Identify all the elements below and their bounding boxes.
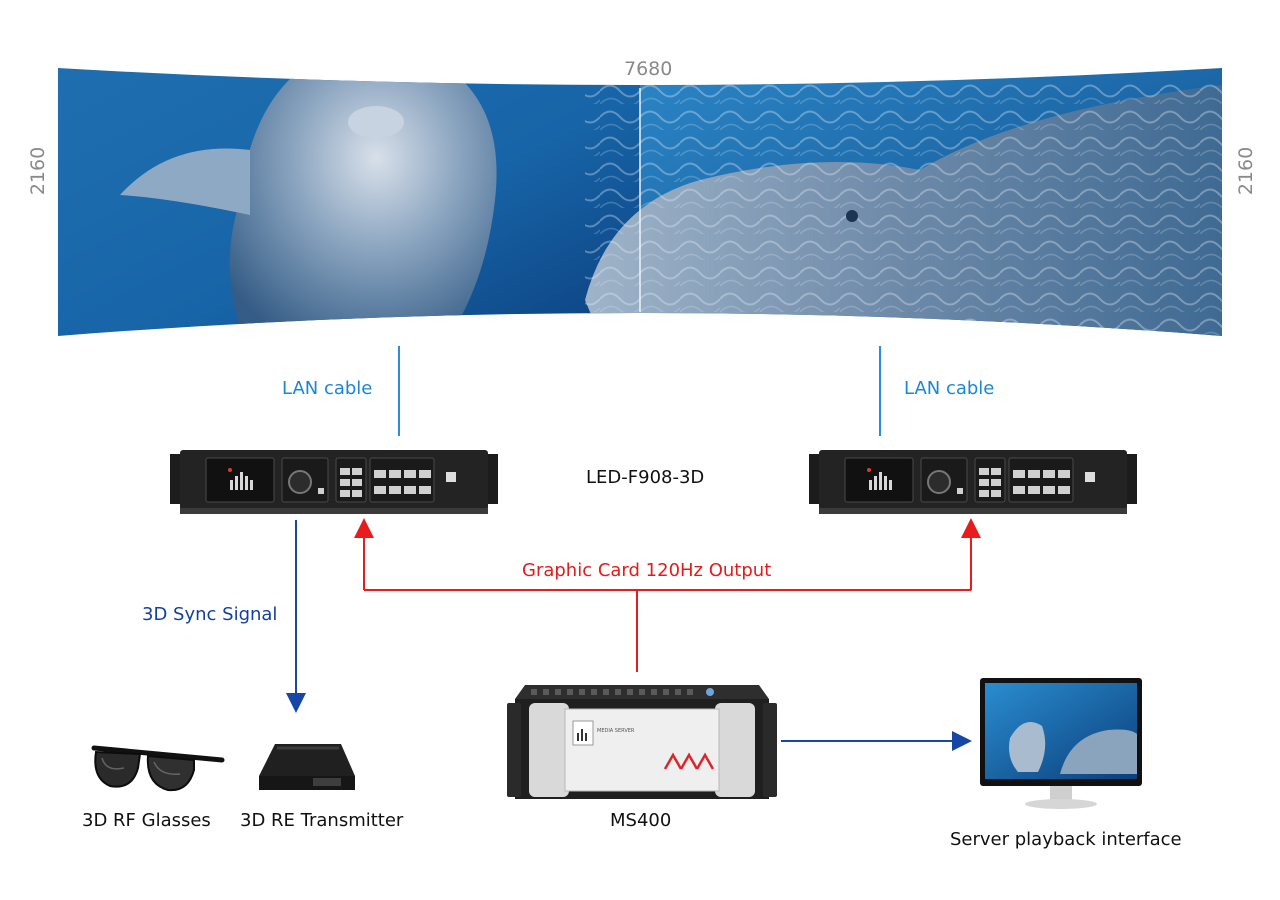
sync-signal-label: 3D Sync Signal — [142, 604, 278, 625]
media-server-icon — [507, 685, 777, 799]
transmitter-label: 3D RE Transmitter — [240, 810, 404, 831]
media-server-label: MS400 — [610, 810, 672, 831]
screen-width-label: 7680 — [624, 58, 673, 80]
led-processor-right — [809, 450, 1137, 514]
curved-led-screen — [58, 68, 1222, 336]
glasses-label: 3D RF Glasses — [82, 810, 211, 831]
led-processor-left — [170, 450, 498, 514]
lan-cable-label-left: LAN cable — [282, 378, 373, 399]
monitor-label: Server playback interface — [950, 829, 1182, 850]
graphic-output-label: Graphic Card 120Hz Output — [522, 560, 772, 581]
media-server-panel-text: MEDIA SERVER — [597, 728, 635, 734]
3d-glasses-icon — [91, 745, 225, 792]
3d-transmitter-icon — [259, 744, 355, 790]
lan-cable-label-right: LAN cable — [904, 378, 995, 399]
processor-model-label: LED-F908-3D — [586, 467, 705, 488]
monitor-icon — [980, 678, 1142, 809]
dolphin-left-flipper — [120, 148, 250, 215]
graphic-output-line — [364, 589, 971, 672]
dolphin-left-body — [229, 68, 497, 336]
